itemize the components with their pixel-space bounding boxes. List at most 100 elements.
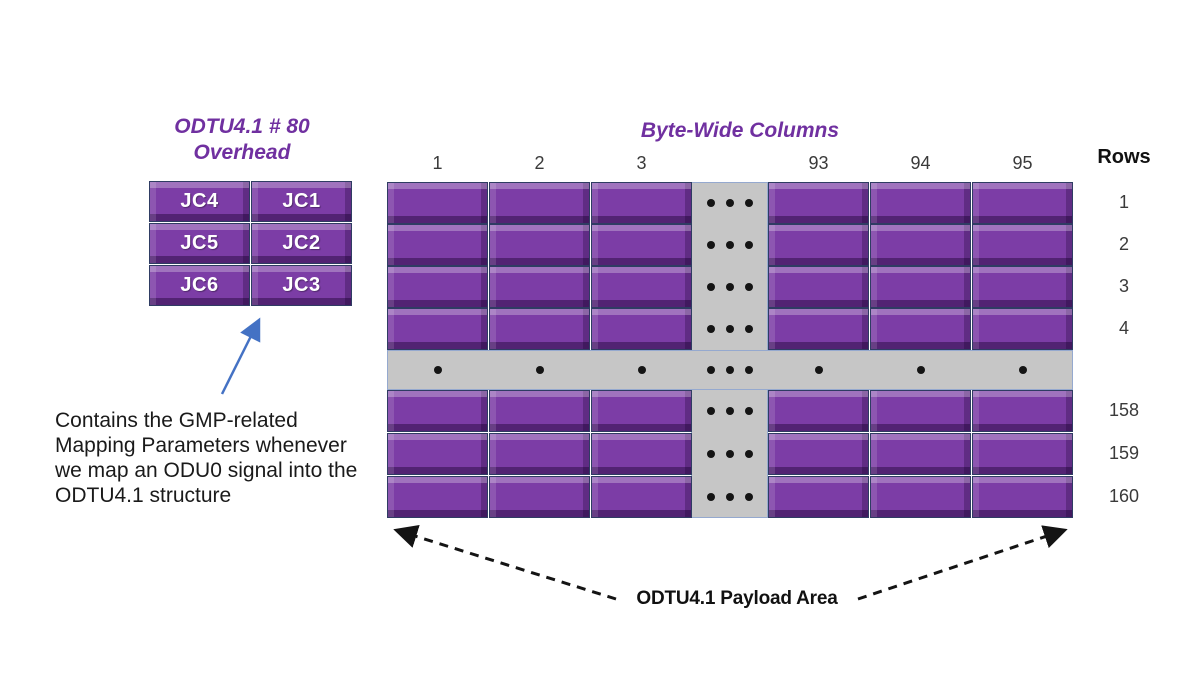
payload-cell-r0-c2 — [591, 182, 692, 224]
payload-cell-r4-c3 — [768, 390, 869, 432]
ellipsis-dot — [706, 199, 715, 207]
overhead-cell-label: JC1 — [282, 190, 321, 212]
ellipsis-dot — [744, 493, 753, 501]
ellipsis-dot — [725, 199, 734, 207]
ellipsis-dot — [706, 493, 715, 501]
ellipsis-dot — [535, 366, 544, 374]
overhead-cell-jc3: JC3 — [251, 265, 352, 306]
ellipsis-dot — [725, 493, 734, 501]
payload-cell-r4-c5 — [972, 390, 1073, 432]
payload-cell-r5-c3 — [768, 433, 869, 475]
payload-cell-r1-c3 — [768, 224, 869, 266]
row-label: 2 — [1118, 234, 1129, 254]
ellipsis-dot — [706, 325, 715, 333]
column-label: 93 — [808, 153, 829, 173]
payload-cell-r0-c1 — [489, 182, 590, 224]
payload-cell-r3-c3 — [768, 308, 869, 350]
ellipsis-dot — [1018, 366, 1027, 374]
overhead-cell-label: JC2 — [282, 232, 321, 254]
column-label: 1 — [432, 153, 443, 173]
payload-cell-r1-c2 — [591, 224, 692, 266]
ellipsis-dot — [706, 366, 715, 374]
column-label: 3 — [636, 153, 647, 173]
ellipsis-dot — [725, 241, 734, 249]
rows-header: Rows — [1097, 146, 1151, 168]
ellipsis-dot — [725, 283, 734, 291]
column-label: 94 — [910, 153, 931, 173]
row-label: 158 — [1108, 400, 1140, 420]
payload-cell-r2-c4 — [870, 266, 971, 308]
ellipsis-dot — [725, 325, 734, 333]
row-label: 1 — [1118, 192, 1129, 212]
payload-cell-r5-c0 — [387, 433, 488, 475]
ellipsis-dot — [916, 366, 925, 374]
ellipsis-dot — [706, 241, 715, 249]
overhead-cell-jc4: JC4 — [149, 181, 250, 222]
payload-arrow-left — [393, 524, 617, 601]
overhead-title: ODTU4.1 # 80 Overhead — [122, 114, 362, 166]
overhead-cell-label: JC4 — [180, 190, 219, 212]
ellipsis-dot — [744, 450, 753, 458]
ellipsis-dot — [706, 407, 715, 415]
payload-area-label: ODTU4.1 Payload Area — [636, 588, 838, 609]
ellipsis-dot — [744, 283, 753, 291]
byte-wide-columns-title: Byte-Wide Columns — [640, 119, 840, 142]
payload-cell-r2-c3 — [768, 266, 869, 308]
overhead-title-line2: Overhead — [193, 141, 291, 164]
payload-cell-r5-c4 — [870, 433, 971, 475]
ellipsis-dot — [706, 283, 715, 291]
overhead-cell-jc5: JC5 — [149, 223, 250, 264]
payload-cell-r4-c4 — [870, 390, 971, 432]
ellipsis-dot — [744, 241, 753, 249]
ellipsis-dot — [725, 450, 734, 458]
ellipsis-dot — [725, 407, 734, 415]
payload-cell-r5-c2 — [591, 433, 692, 475]
overhead-cell-jc2: JC2 — [251, 223, 352, 264]
row-label: 160 — [1108, 486, 1140, 506]
payload-cell-r6-c3 — [768, 476, 869, 518]
payload-cell-r0-c4 — [870, 182, 971, 224]
ellipsis-dot — [814, 366, 823, 374]
payload-cell-r1-c0 — [387, 224, 488, 266]
payload-cell-r0-c3 — [768, 182, 869, 224]
payload-cell-r4-c1 — [489, 390, 590, 432]
ellipsis-dot — [744, 325, 753, 333]
payload-arrow-right — [857, 525, 1068, 601]
payload-cell-r3-c2 — [591, 308, 692, 350]
payload-cell-r6-c4 — [870, 476, 971, 518]
annotation-line: ODTU4.1 structure — [55, 484, 232, 507]
ellipsis-dot — [637, 366, 646, 374]
annotation-line: Mapping Parameters whenever — [55, 434, 347, 457]
payload-cell-r2-c0 — [387, 266, 488, 308]
row-label: 4 — [1118, 318, 1129, 338]
overhead-cell-jc1: JC1 — [251, 181, 352, 222]
overhead-pointer-arrow — [220, 317, 261, 395]
column-label: 2 — [534, 153, 545, 173]
payload-cell-r6-c2 — [591, 476, 692, 518]
column-label: 95 — [1012, 153, 1033, 173]
payload-cell-r0-c0 — [387, 182, 488, 224]
row-label: 3 — [1118, 276, 1129, 296]
row-label: 159 — [1108, 443, 1140, 463]
ellipsis-dot — [706, 450, 715, 458]
ellipsis-dot — [433, 366, 442, 374]
payload-cell-r4-c2 — [591, 390, 692, 432]
annotation-line: we map an ODU0 signal into the — [55, 459, 358, 482]
payload-cell-r2-c1 — [489, 266, 590, 308]
annotation-line: Contains the GMP-related — [55, 409, 298, 432]
overhead-title-line1: ODTU4.1 # 80 — [174, 115, 310, 138]
payload-cell-r4-c0 — [387, 390, 488, 432]
payload-cell-r2-c2 — [591, 266, 692, 308]
ellipsis-dot — [725, 366, 734, 374]
payload-cell-r5-c5 — [972, 433, 1073, 475]
payload-cell-r3-c0 — [387, 308, 488, 350]
payload-cell-r6-c0 — [387, 476, 488, 518]
payload-cell-r6-c5 — [972, 476, 1073, 518]
overhead-cell-jc6: JC6 — [149, 265, 250, 306]
ellipsis-dot — [744, 199, 753, 207]
payload-cell-r0-c5 — [972, 182, 1073, 224]
overhead-cell-label: JC5 — [180, 232, 219, 254]
payload-cell-r1-c4 — [870, 224, 971, 266]
